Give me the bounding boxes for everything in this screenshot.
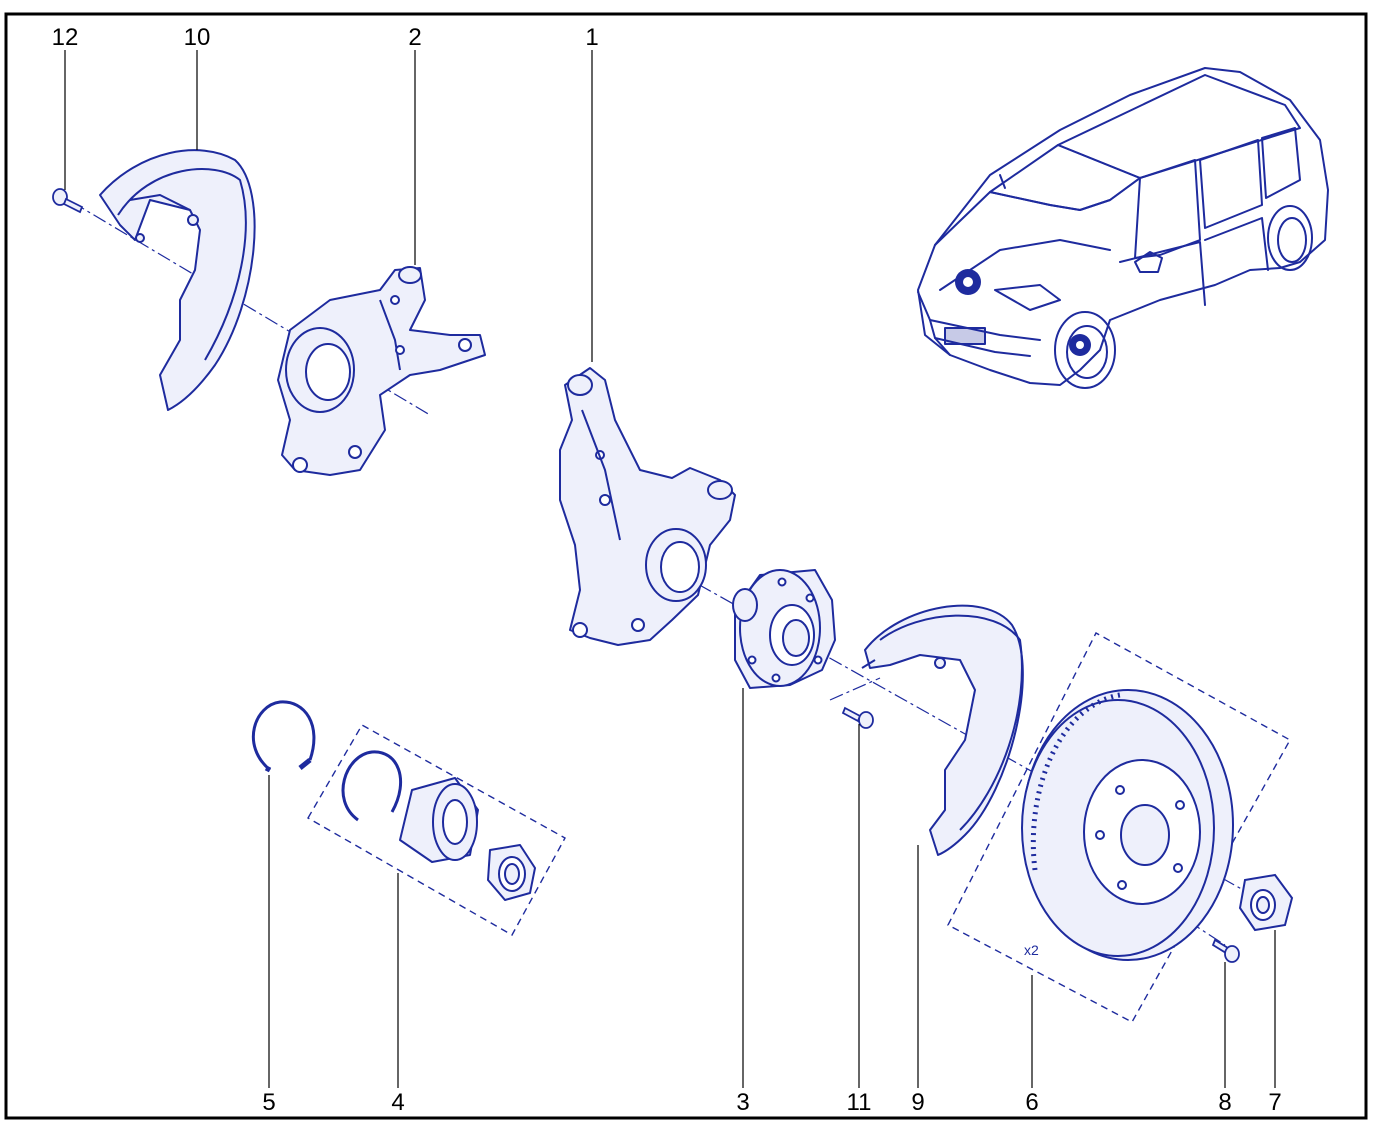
part-8-screw <box>1211 938 1240 963</box>
leader-lines <box>64 50 1276 1088</box>
part-11-screw <box>841 706 874 729</box>
label-part-3: 3 <box>736 1089 749 1116</box>
part-10-dust-shield <box>99 149 256 411</box>
part-6-brake-disc-kit <box>947 632 1291 1023</box>
diagram-frame <box>4 12 1368 1120</box>
car-illustration <box>917 67 1329 389</box>
disc-quantity-note: x2 <box>1024 942 1039 958</box>
label-part-5: 5 <box>262 1089 275 1116</box>
label-part-1: 1 <box>585 24 598 51</box>
part-5-circlip <box>251 700 316 773</box>
label-part-10: 10 <box>184 24 211 51</box>
label-part-11: 11 <box>847 1089 872 1116</box>
label-part-7: 7 <box>1268 1089 1281 1116</box>
part-3-wheel-hub <box>732 569 836 689</box>
part-1-steering-knuckle <box>559 367 736 646</box>
label-part-12: 12 <box>52 24 79 51</box>
car-front-hub-highlights <box>955 269 1091 356</box>
part-2-steering-knuckle-upper <box>277 266 486 476</box>
part-9-dust-shield <box>861 604 1024 856</box>
label-part-2: 2 <box>408 24 421 51</box>
label-part-6: 6 <box>1025 1089 1038 1116</box>
part-4-bearing-kit <box>307 724 566 936</box>
label-part-9: 9 <box>911 1089 924 1116</box>
part-12-screw <box>52 188 84 214</box>
label-part-4: 4 <box>391 1089 404 1116</box>
part-7-hub-nut <box>1238 873 1294 932</box>
label-part-8: 8 <box>1218 1089 1231 1116</box>
